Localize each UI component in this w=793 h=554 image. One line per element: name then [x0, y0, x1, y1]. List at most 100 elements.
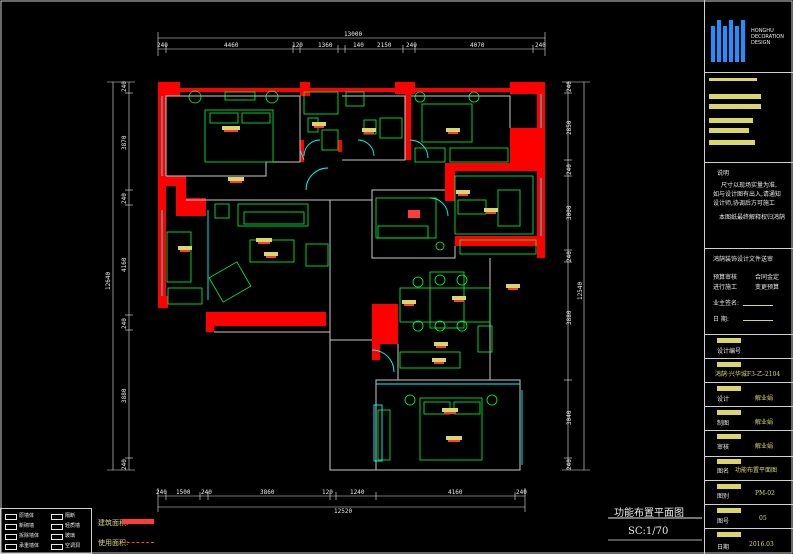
top-dimensions	[157, 32, 546, 56]
tb-redacted	[709, 128, 749, 133]
title-block: HONGHU DECORATION DESIGN 说明 尺寸以现场实量为准, 如…	[704, 0, 793, 554]
drawing-type-label: 图别	[717, 493, 730, 500]
legend-item: 空调洞	[65, 543, 81, 549]
note-line: 如与设计图有出入,请通知	[713, 191, 781, 198]
dim-right-seg: 240	[566, 81, 573, 92]
designer-label: 设计	[717, 396, 730, 403]
inner-area-label: 使用面积:	[98, 539, 129, 547]
tb-redacted	[717, 459, 741, 464]
drawing-type: PM-02	[755, 490, 775, 497]
dim-top-seg: 240	[406, 42, 417, 49]
dim-right-total: 12540	[577, 282, 584, 300]
dim-left-seg: 3880	[121, 388, 128, 403]
dim-right-seg: 3000	[566, 205, 573, 220]
dim-top-seg: 240	[535, 42, 546, 49]
tb-divider	[705, 382, 793, 383]
owner-sign-label: 业主签名:	[713, 300, 740, 307]
owner-sign-line	[743, 305, 773, 306]
tb-redacted	[709, 118, 753, 123]
tb-divider	[705, 430, 793, 431]
tb-redacted	[717, 434, 741, 439]
wall-legend: 原墙体 新砌墙 拆除墙体 承重墙体 隔断 轻质墙 玻璃 空调洞	[0, 508, 92, 554]
project-name: 鸿鹄·兴华城F3-乙-2104	[715, 371, 781, 378]
legend-item: 轻质墙	[65, 523, 81, 529]
legend-swatch	[5, 524, 17, 530]
dim-left-seg: 3870	[121, 135, 128, 150]
tb-divider	[705, 480, 793, 481]
project-no-label: 设计编号	[717, 348, 742, 355]
tb-divider	[705, 504, 793, 505]
legend-swatch	[5, 514, 17, 520]
doors-windows	[161, 94, 542, 465]
dim-bottom-seg: 1240	[350, 489, 365, 496]
dim-bottom-seg: 240	[156, 489, 167, 496]
dim-bottom-seg: 240	[201, 489, 212, 496]
drawing-name-label: 图名	[717, 468, 730, 475]
tb-divider	[705, 456, 793, 457]
room-labels	[178, 122, 520, 442]
tb-divider	[705, 358, 793, 359]
dim-top-seg: 140	[353, 42, 364, 49]
building-area-label: 建筑面积:	[98, 519, 129, 527]
legend-item: 拆除墙体	[19, 533, 40, 539]
dim-right-seg: 3880	[566, 310, 573, 325]
drafter-name: 解业娟	[755, 419, 774, 426]
tb-redacted	[717, 410, 741, 415]
tb-redacted	[717, 508, 741, 513]
checker-label: 审核	[717, 444, 730, 451]
dim-top-seg: 1360	[318, 42, 333, 49]
tb-redacted	[717, 532, 741, 537]
tb-redacted	[709, 78, 757, 81]
approval-item: 变更预算	[755, 284, 780, 291]
legend-item: 玻璃	[65, 533, 76, 539]
dim-bottom-seg: 1500	[176, 489, 191, 496]
bottom-dimensions	[157, 488, 526, 512]
legend-item: 隔断	[65, 513, 76, 519]
tb-divider	[705, 528, 793, 529]
note-line: 本图纸最终解释权归鸿鹄	[719, 214, 786, 221]
sign-date-label: 日 期:	[713, 316, 729, 323]
left-dimensions	[107, 81, 135, 471]
legend-swatch	[5, 534, 17, 540]
dim-left-seg: 240	[121, 193, 128, 204]
designer-name: 解业娟	[755, 395, 774, 402]
dim-left-total: 12640	[105, 272, 112, 290]
building-area-value	[122, 519, 154, 524]
dim-bottom-seg: 240	[516, 489, 527, 496]
legend-swatch	[51, 534, 63, 540]
drawing-no-label: 图号	[717, 518, 730, 525]
dim-left-seg: 240	[121, 81, 128, 92]
legend-item: 新砌墙	[19, 523, 35, 529]
tb-divider	[705, 248, 793, 249]
tb-divider	[705, 162, 793, 163]
dim-left-seg: 240	[121, 459, 128, 470]
legend-swatch	[51, 524, 63, 530]
dim-bottom-seg: 4160	[448, 489, 463, 496]
tb-redacted	[717, 484, 741, 489]
approval-item: 合同金定	[755, 274, 780, 281]
tb-redacted	[709, 140, 755, 145]
tb-divider	[705, 72, 793, 73]
date-label: 日期	[717, 544, 730, 551]
dim-top-seg: 240	[157, 42, 168, 49]
dim-bottom-seg: 120	[322, 489, 333, 496]
approval-item: 进行施工	[713, 284, 738, 291]
legend-swatch	[51, 514, 63, 520]
dim-bottom-total: 12520	[334, 508, 352, 515]
drawing-no: 05	[759, 515, 767, 522]
dim-right-seg: 240	[566, 459, 573, 470]
dim-right-seg: 2850	[566, 120, 573, 135]
tb-divider	[705, 406, 793, 407]
date-value: 2016.03	[749, 541, 774, 548]
tb-divider	[705, 334, 793, 335]
dim-right-seg: 3040	[566, 410, 573, 425]
checker-name: 解业娟	[755, 443, 774, 450]
drawing-name: 功能布置平面图	[735, 467, 778, 474]
approval-header: 鸿鹄装饰设计文件送审	[713, 256, 774, 263]
note-line: 设计师,协调后方可施工	[713, 200, 775, 207]
dim-left-seg: 240	[121, 318, 128, 329]
inner-area-value	[122, 542, 154, 544]
legend-swatch	[5, 544, 17, 550]
tb-redacted	[717, 338, 741, 343]
